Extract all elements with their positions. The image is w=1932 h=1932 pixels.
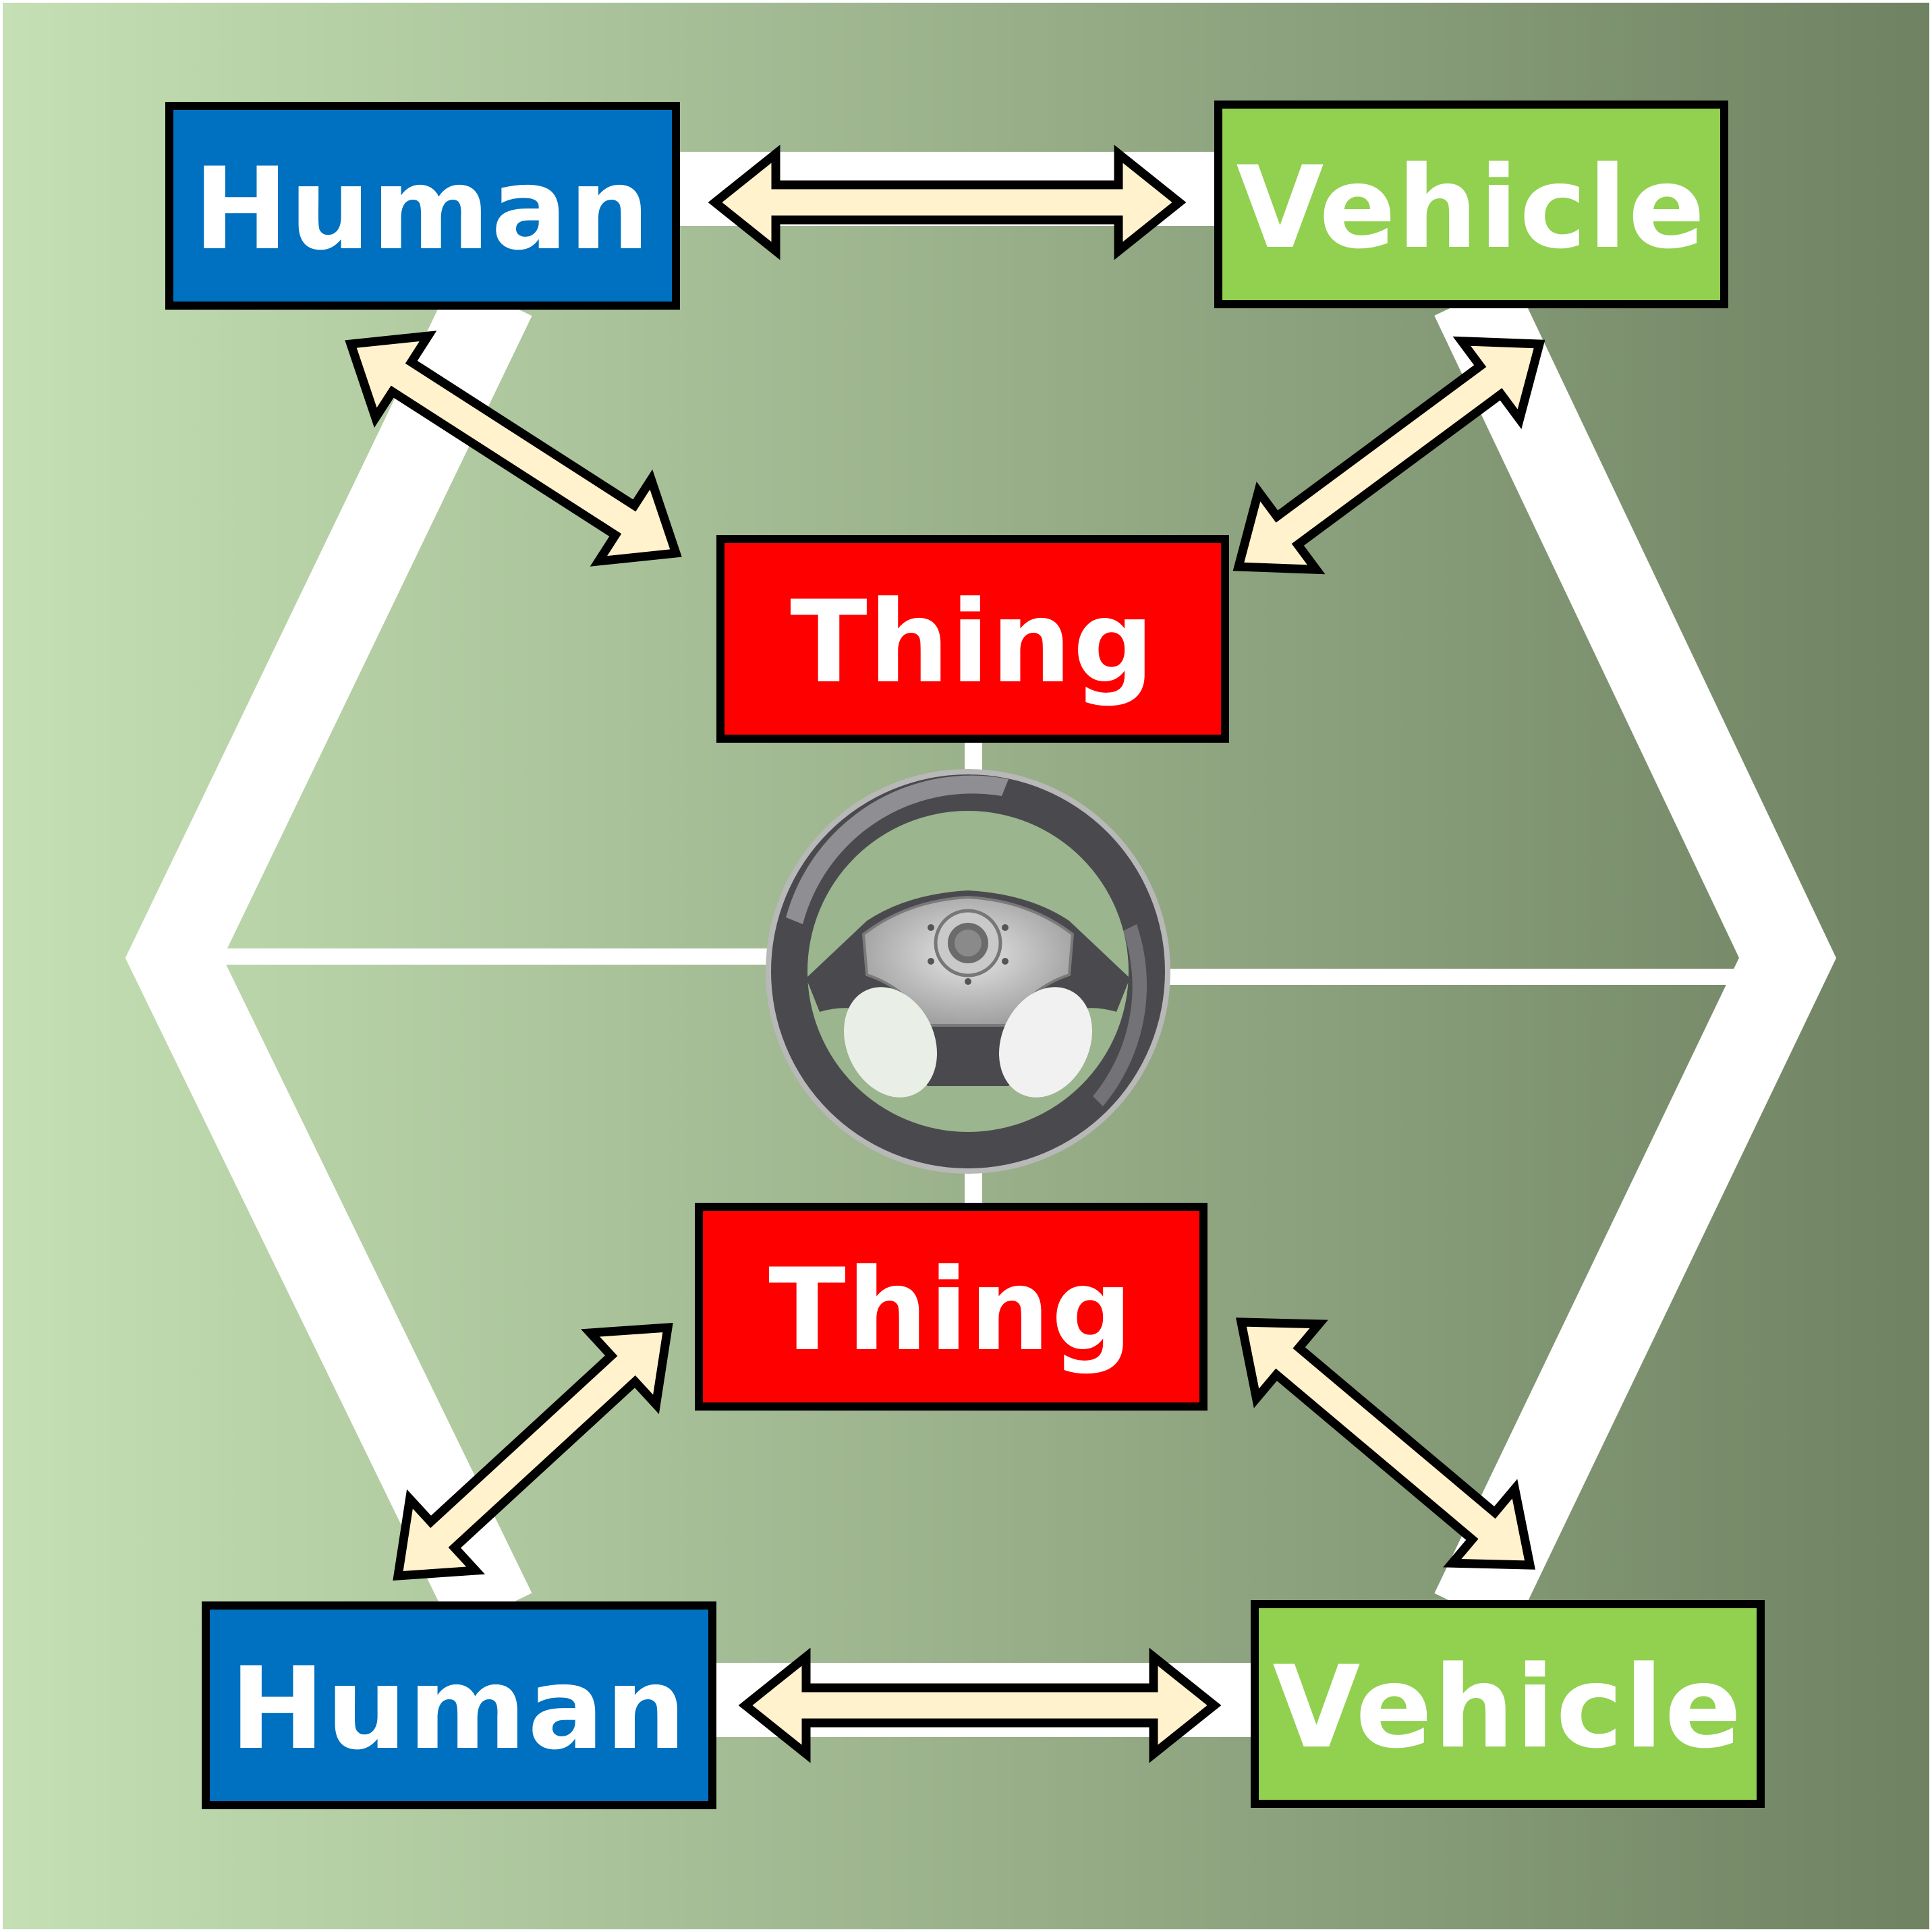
node-thing-top: Thing <box>716 535 1229 743</box>
vehicle-top-label: Vehicle <box>1236 142 1706 274</box>
thing-bottom-box <box>695 1203 1208 1411</box>
vehicle-top-box <box>1214 101 1728 308</box>
vehicle-bottom-label: Vehicle <box>1272 1641 1742 1773</box>
thing-bottom-label: Thing <box>768 1244 1134 1376</box>
human-top-label: Human <box>194 143 651 275</box>
vehicle-bottom-box <box>1251 1600 1765 1808</box>
thing-top-box <box>716 535 1229 743</box>
arrow-thing-bottom-vehicle-bottom <box>1236 1317 1535 1570</box>
human-top-box <box>165 102 680 310</box>
human-bottom-label: Human <box>230 1643 687 1775</box>
arrow-human-top-thing-top <box>345 331 682 567</box>
thing-top-label: Thing <box>790 576 1156 708</box>
arrow-thing-bottom-human-bottom <box>393 1322 673 1581</box>
arrow-human-bottom-vehicle-bottom <box>738 1647 1222 1763</box>
arrows-layer <box>345 144 1545 1763</box>
node-thing-bottom: Thing <box>695 1203 1208 1411</box>
arrow-human-top-vehicle-top <box>708 144 1187 260</box>
steering-wheel-icon <box>766 769 1170 1174</box>
node-vehicle-bottom: Vehicle <box>1251 1600 1765 1808</box>
arrow-vehicle-top-thing-top <box>1232 336 1545 575</box>
node-human-top: Human <box>165 102 680 310</box>
node-vehicle-top: Vehicle <box>1214 101 1728 308</box>
human-bottom-box <box>202 1601 716 1809</box>
node-human-bottom: Human <box>202 1601 716 1809</box>
